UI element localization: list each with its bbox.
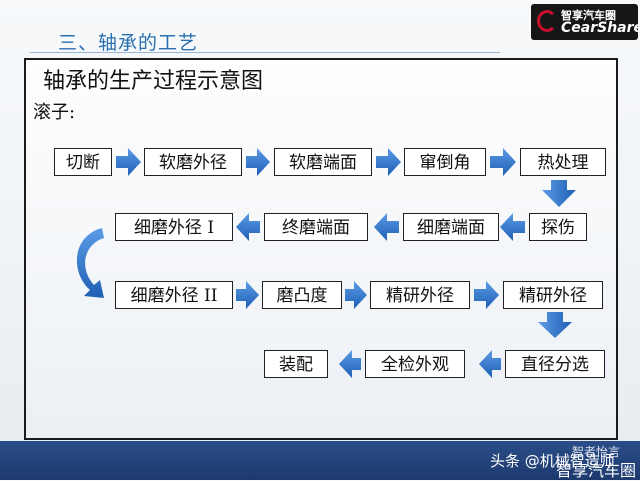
step-fine-grind-od-1: 细磨外径 I: [115, 213, 233, 241]
step-soft-grind-od: 软磨外径: [144, 148, 242, 176]
watermark-bottom: 智享汽车圈: [556, 461, 637, 480]
arrow-right-icon: [116, 148, 141, 176]
arrow-down-icon: [538, 312, 572, 338]
arrow-right-icon: [376, 148, 401, 176]
brand-logo: 智享汽车圈 CearShare: [531, 4, 638, 40]
step-diameter-sorting: 直径分选: [505, 350, 605, 378]
logo-en-text: CearShare: [561, 20, 638, 36]
arrow-left-icon: [500, 213, 525, 241]
step-cutting: 切断: [54, 148, 112, 176]
watermark-top: 智者怡言: [572, 445, 621, 459]
arrow-right-icon: [345, 281, 367, 309]
arrow-down-icon: [542, 180, 576, 207]
roller-label: 滚子:: [33, 102, 76, 123]
step-lap-od-1: 精研外径: [370, 281, 470, 309]
arrow-right-icon: [490, 148, 516, 176]
curved-arrow-icon: [76, 228, 104, 298]
step-heat-treatment: 热处理: [520, 148, 606, 176]
step-fine-grind-face: 细磨端面: [403, 213, 499, 241]
title-divider: [30, 52, 500, 53]
step-visual-inspection: 全检外观: [365, 350, 465, 378]
arrow-right-icon: [474, 281, 499, 309]
arrow-left-icon: [339, 350, 361, 378]
arrow-left-icon: [374, 213, 399, 241]
source-credit: 头条 @机械智造师: [490, 452, 615, 470]
step-flaw-detection: 探伤: [529, 213, 587, 241]
step-final-grind-face: 终磨端面: [264, 213, 368, 241]
arrow-right-icon: [236, 281, 259, 309]
step-soft-grind-face: 软磨端面: [274, 148, 372, 176]
arrow-left-icon: [236, 213, 260, 241]
arrow-left-icon: [479, 350, 501, 378]
logo-cn-text: 智享汽车圈: [561, 9, 616, 22]
step-chamfer: 窜倒角: [404, 148, 486, 176]
step-assembly: 装配: [264, 350, 328, 378]
logo-c-icon: [537, 10, 557, 32]
step-crown-grind: 磨凸度: [262, 281, 342, 309]
diagram-title: 轴承的生产过程示意图: [43, 69, 264, 94]
footer-bar: 头条 @机械智造师 智者怡言 智享汽车圈: [0, 441, 640, 480]
step-fine-grind-od-2: 细磨外径 II: [115, 281, 233, 309]
arrow-right-icon: [246, 148, 270, 176]
step-lap-od-2: 精研外径: [503, 281, 603, 309]
section-title: 三、轴承的工艺: [58, 32, 199, 54]
